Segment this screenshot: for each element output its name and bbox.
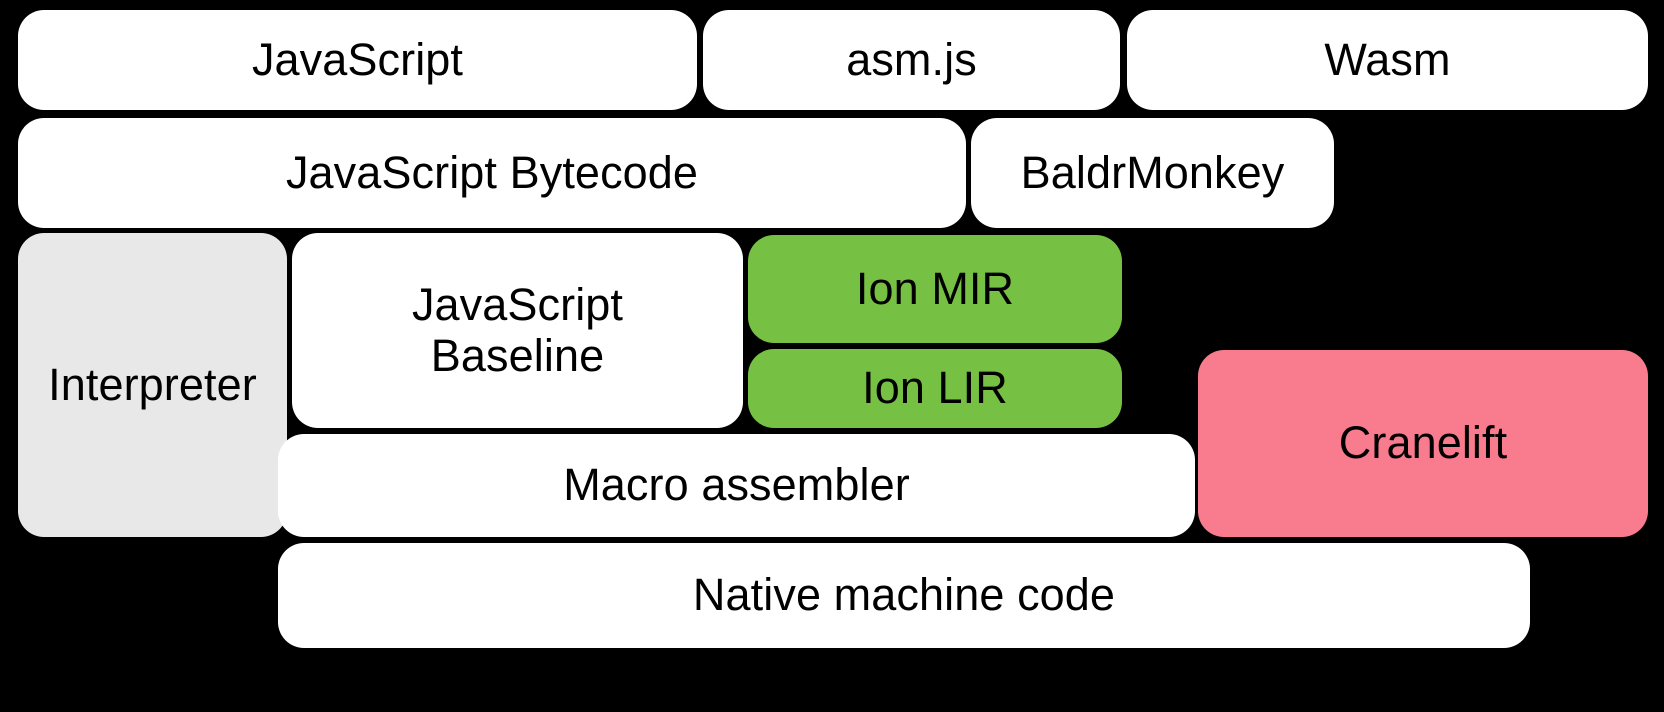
node-native-machine-code: Native machine code [278, 543, 1530, 648]
node-asm-js: asm.js [703, 10, 1120, 110]
node-wasm: Wasm [1127, 10, 1648, 110]
node-cranelift: Cranelift [1198, 350, 1648, 537]
node-baldrmonkey: BaldrMonkey [971, 118, 1334, 228]
node-javascript: JavaScript [18, 10, 697, 110]
node-javascript-baseline: JavaScript Baseline [292, 233, 743, 428]
node-javascript-bytecode: JavaScript Bytecode [18, 118, 966, 228]
node-ion-lir: Ion LIR [748, 349, 1122, 428]
node-interpreter: Interpreter [18, 233, 287, 537]
node-ion-mir: Ion MIR [748, 235, 1122, 343]
node-macro-assembler: Macro assembler [278, 434, 1195, 537]
